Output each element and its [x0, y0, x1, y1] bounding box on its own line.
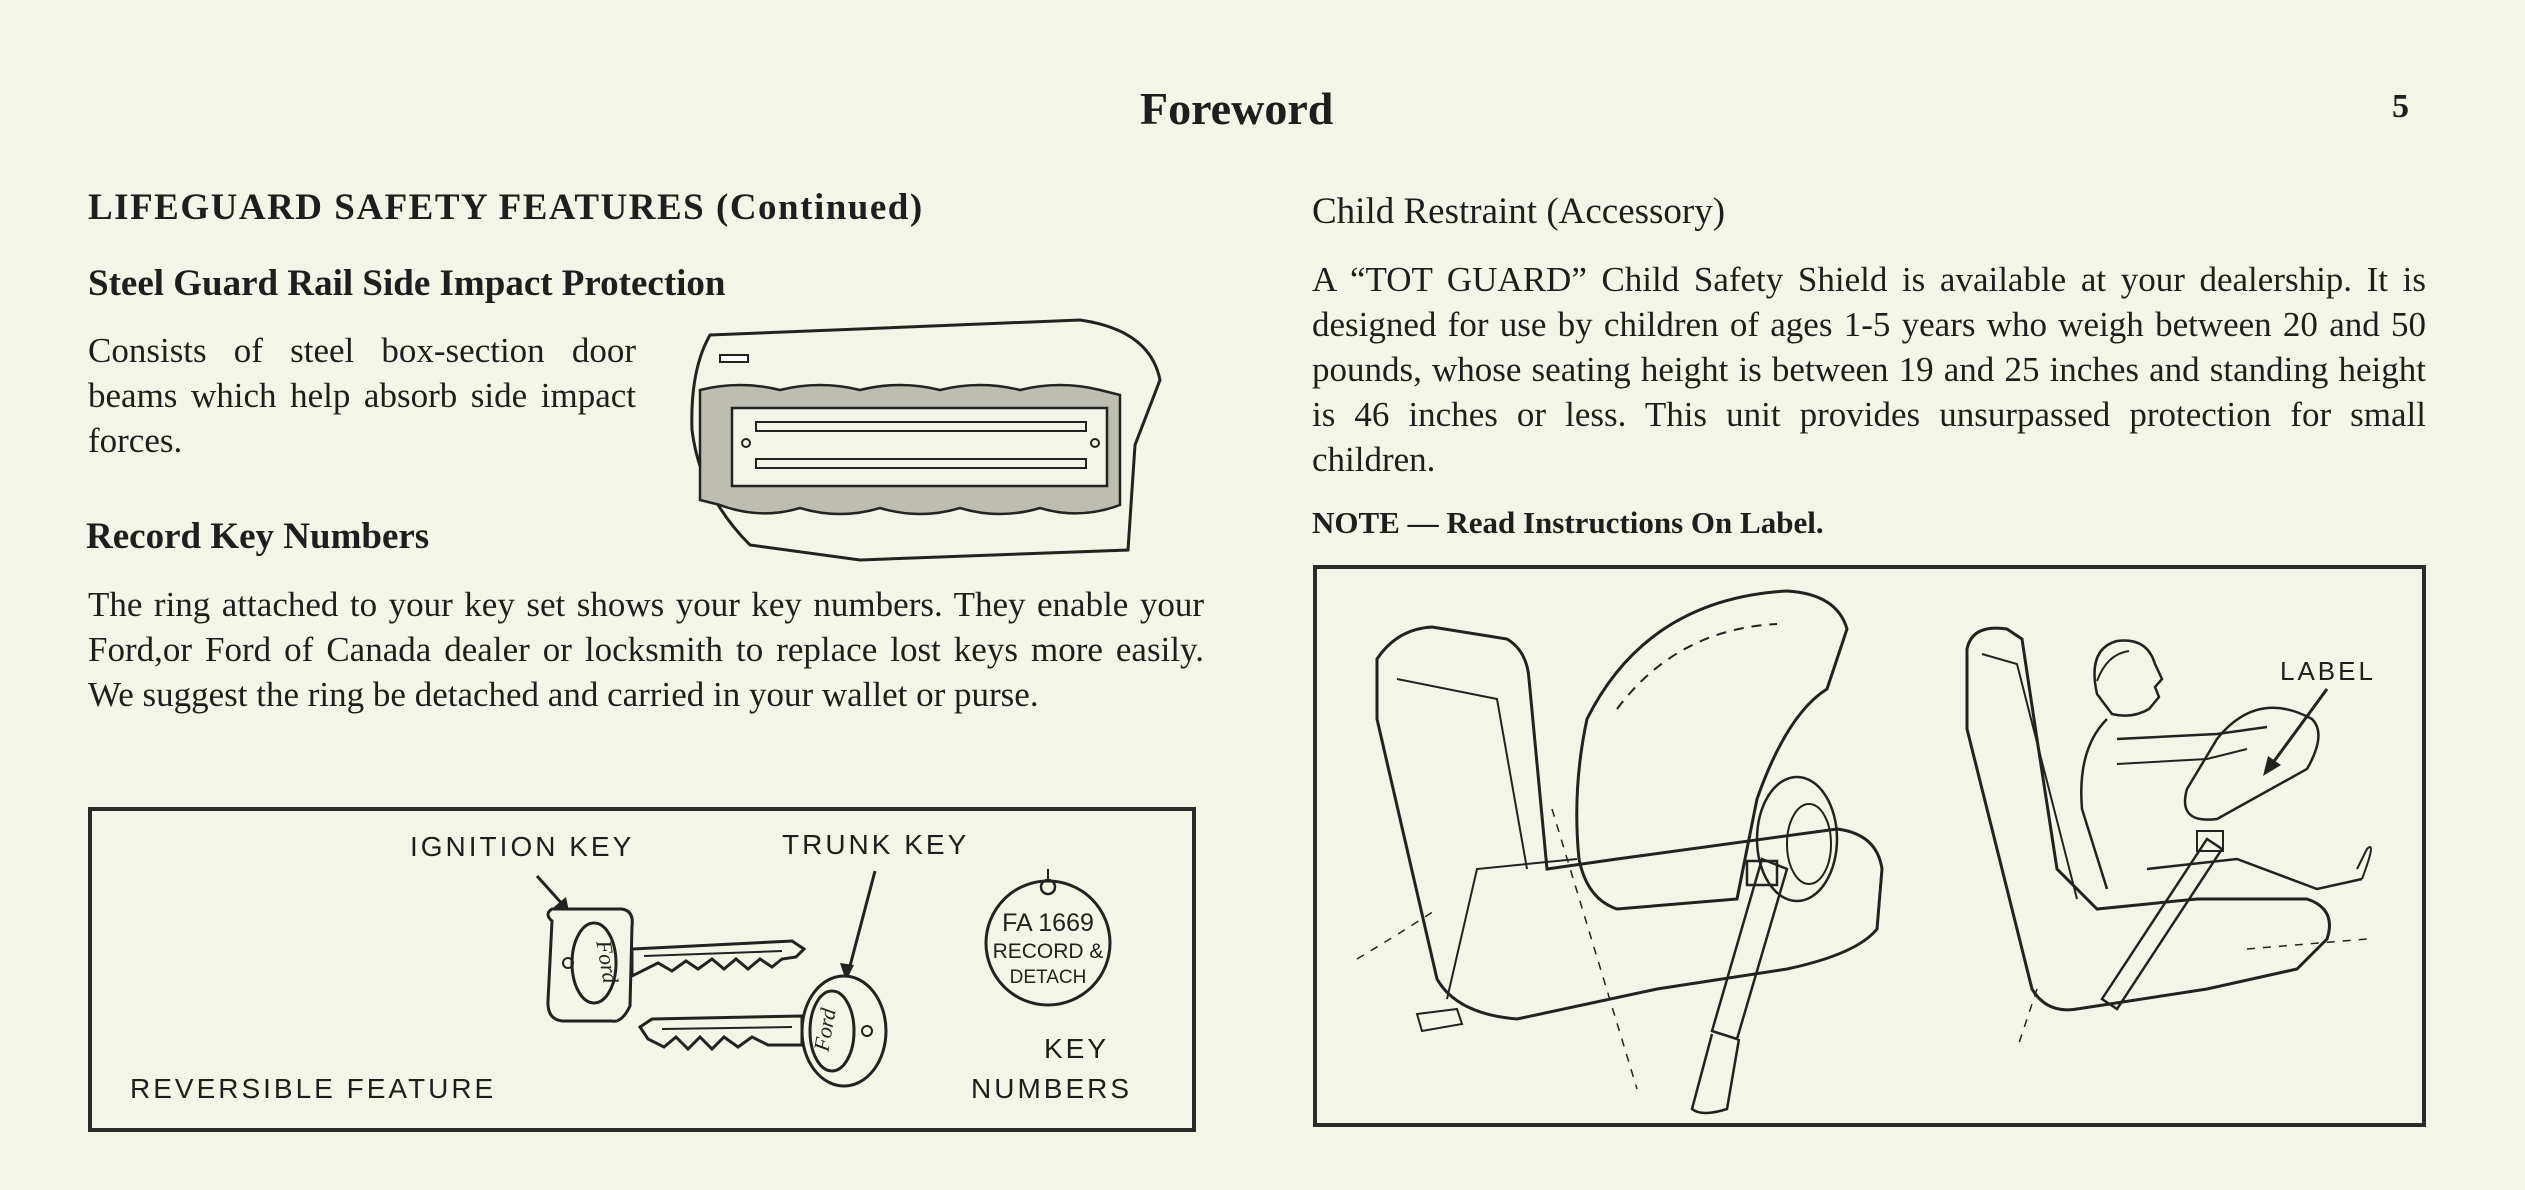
- child-seat-illustration-box: LABEL: [1313, 565, 2426, 1127]
- tag-number-text: FA 1669: [1002, 909, 1094, 937]
- tag-record-text: RECORD &: [993, 940, 1104, 963]
- door-beam-illustration: [690, 318, 1162, 562]
- key-numbers-label-line2: NUMBERS: [971, 1073, 1133, 1104]
- child-seat-drawing: [1356, 589, 2372, 1115]
- page-number: 5: [2392, 88, 2409, 125]
- steel-guard-heading: Steel Guard Rail Side Impact Protection: [88, 263, 726, 304]
- child-restraint-heading: Child Restraint (Accessory): [1312, 191, 1726, 232]
- tag-detach-text: DETACH: [1010, 967, 1087, 988]
- page-title: Foreword: [1140, 83, 1334, 134]
- keys-drawing: Ford Ford FA 1669 RECORD & DETACH: [535, 869, 1112, 1088]
- key-illustration-box: IGNITION KEY TRUNK KEY REVERSIBLE FEATUR…: [88, 807, 1196, 1132]
- label-callout-text: LABEL: [2280, 656, 2376, 686]
- child-restraint-body: A “TOT GUARD” Child Safety Shield is ava…: [1312, 260, 2426, 479]
- steel-guard-body: Consists of steel box-section door beams…: [88, 331, 636, 460]
- key-numbers-label-line1: KEY: [1044, 1033, 1110, 1064]
- reversible-feature-label: REVERSIBLE FEATURE: [130, 1073, 497, 1104]
- note-text: NOTE — Read Instructions On Label.: [1312, 505, 1824, 540]
- ignition-key-label: IGNITION KEY: [410, 831, 635, 862]
- record-keys-heading: Record Key Numbers: [86, 516, 430, 557]
- record-keys-body: The ring attached to your key set shows …: [88, 585, 1204, 714]
- trunk-key-label: TRUNK KEY: [782, 829, 970, 860]
- section-title: LIFEGUARD SAFETY FEATURES (Continued): [88, 187, 924, 228]
